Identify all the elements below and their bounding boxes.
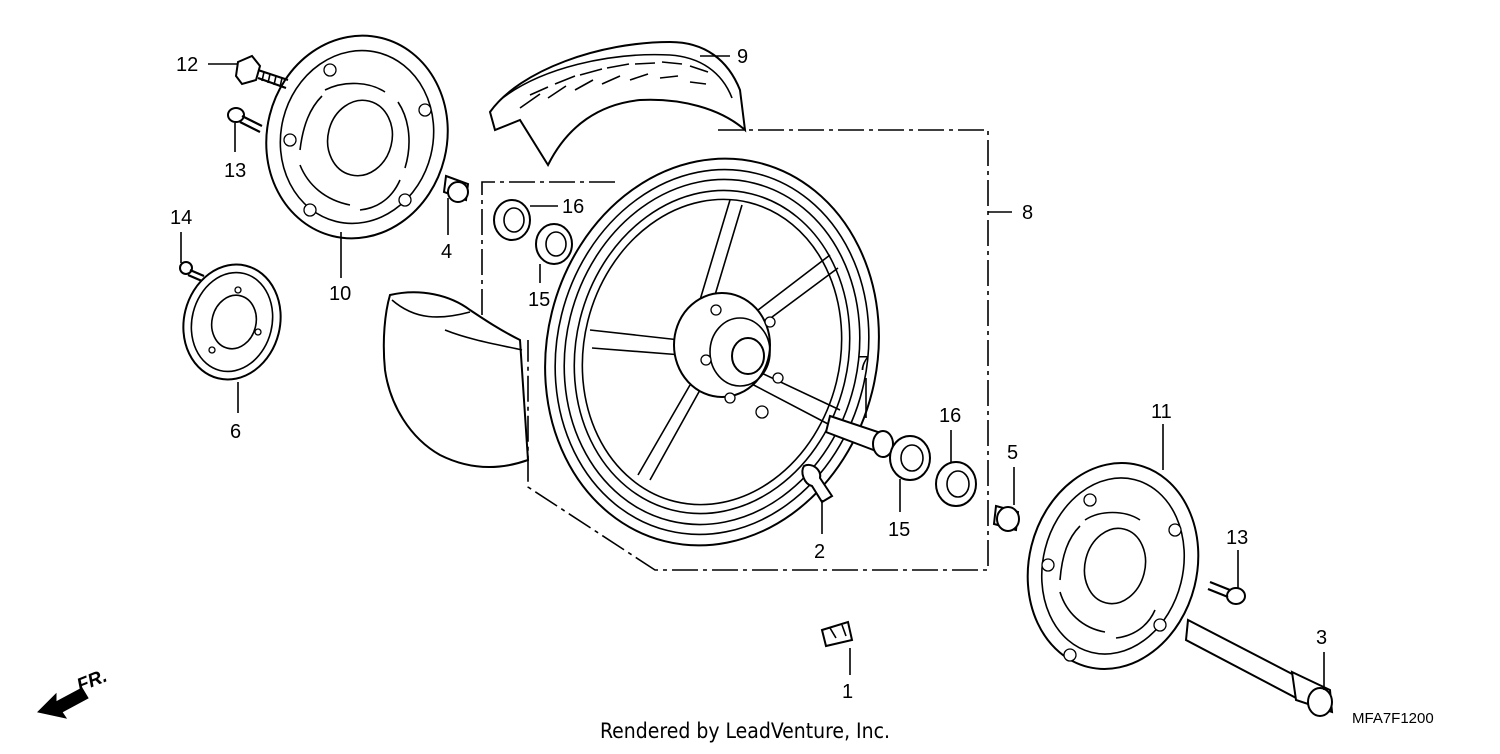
valve-2 [801, 464, 834, 504]
bolt-13-left [227, 107, 263, 133]
bolt-12 [234, 54, 289, 90]
callout-14: 14 [170, 207, 192, 229]
spacer-7 [824, 414, 894, 458]
bolt-13-right [1207, 580, 1246, 605]
tire-illustration [382, 40, 747, 468]
axle-3 [1184, 618, 1334, 717]
front-marker-label: FR. [74, 666, 110, 697]
bearing-16-left [493, 199, 531, 241]
callout-1: 1 [842, 681, 853, 703]
rendering-credit: Rendered by LeadVenture, Inc. [600, 719, 890, 743]
wheel-rim-illustration [544, 157, 880, 547]
callout-16-left: 16 [562, 196, 584, 218]
callout-3: 3 [1316, 627, 1327, 649]
bolt-14 [179, 261, 205, 283]
right-brake-disc [1026, 462, 1200, 670]
callout-13-left: 13 [224, 160, 246, 182]
pulser-ring [182, 263, 282, 381]
left-brake-disc [265, 34, 449, 240]
collar-5 [992, 504, 1020, 532]
bearing-15-left [535, 223, 573, 265]
bearing-15-right [889, 435, 931, 481]
collar-4 [442, 174, 470, 203]
callout-labels: 1 2 3 4 5 6 7 8 9 10 11 12 13 13 14 15 1… [170, 46, 1327, 703]
front-direction-marker: FR. [36, 666, 110, 719]
callout-15-left: 15 [528, 289, 550, 311]
callout-6: 6 [230, 421, 241, 443]
diagram-code: MFA7F1200 [1352, 710, 1434, 727]
callout-7: 7 [858, 353, 869, 375]
callout-12: 12 [176, 54, 198, 76]
callout-2: 2 [814, 541, 825, 563]
leader-lines [180, 55, 1325, 690]
bearing-16-right [935, 461, 977, 507]
callout-13-right: 13 [1226, 527, 1248, 549]
callout-15-right: 15 [888, 519, 910, 541]
callout-8: 8 [1022, 202, 1033, 224]
balance-weight-1 [820, 620, 854, 648]
assembly-frame [481, 129, 1012, 571]
callout-9: 9 [737, 46, 748, 68]
callout-5: 5 [1007, 442, 1018, 464]
callout-10: 10 [329, 283, 351, 305]
callout-16-right: 16 [939, 405, 961, 427]
callout-4: 4 [441, 241, 452, 263]
callout-11: 11 [1151, 401, 1172, 423]
front-arrow-icon [36, 687, 89, 719]
